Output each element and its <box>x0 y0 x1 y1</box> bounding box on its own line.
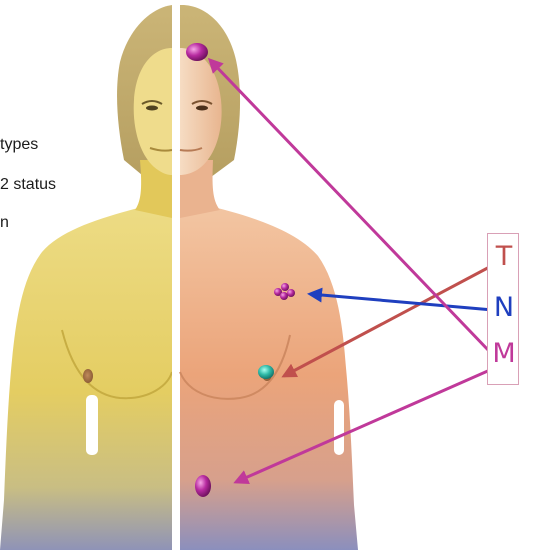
left-body-half <box>0 5 172 550</box>
divider <box>172 0 180 550</box>
brain-metastasis-marker <box>186 43 208 61</box>
tnm-letter-t: T <box>488 242 520 272</box>
abdominal-metastasis-marker <box>195 475 211 497</box>
text-fragment: n <box>0 214 9 232</box>
text-fragment: 2 status <box>0 176 56 194</box>
tnm-letter-n: N <box>488 293 520 323</box>
tnm-letter-m: M <box>488 339 520 369</box>
tnm-legend-box: T N M <box>487 233 519 385</box>
text-fragment: types <box>0 136 38 154</box>
primary-tumor-marker <box>258 365 274 379</box>
